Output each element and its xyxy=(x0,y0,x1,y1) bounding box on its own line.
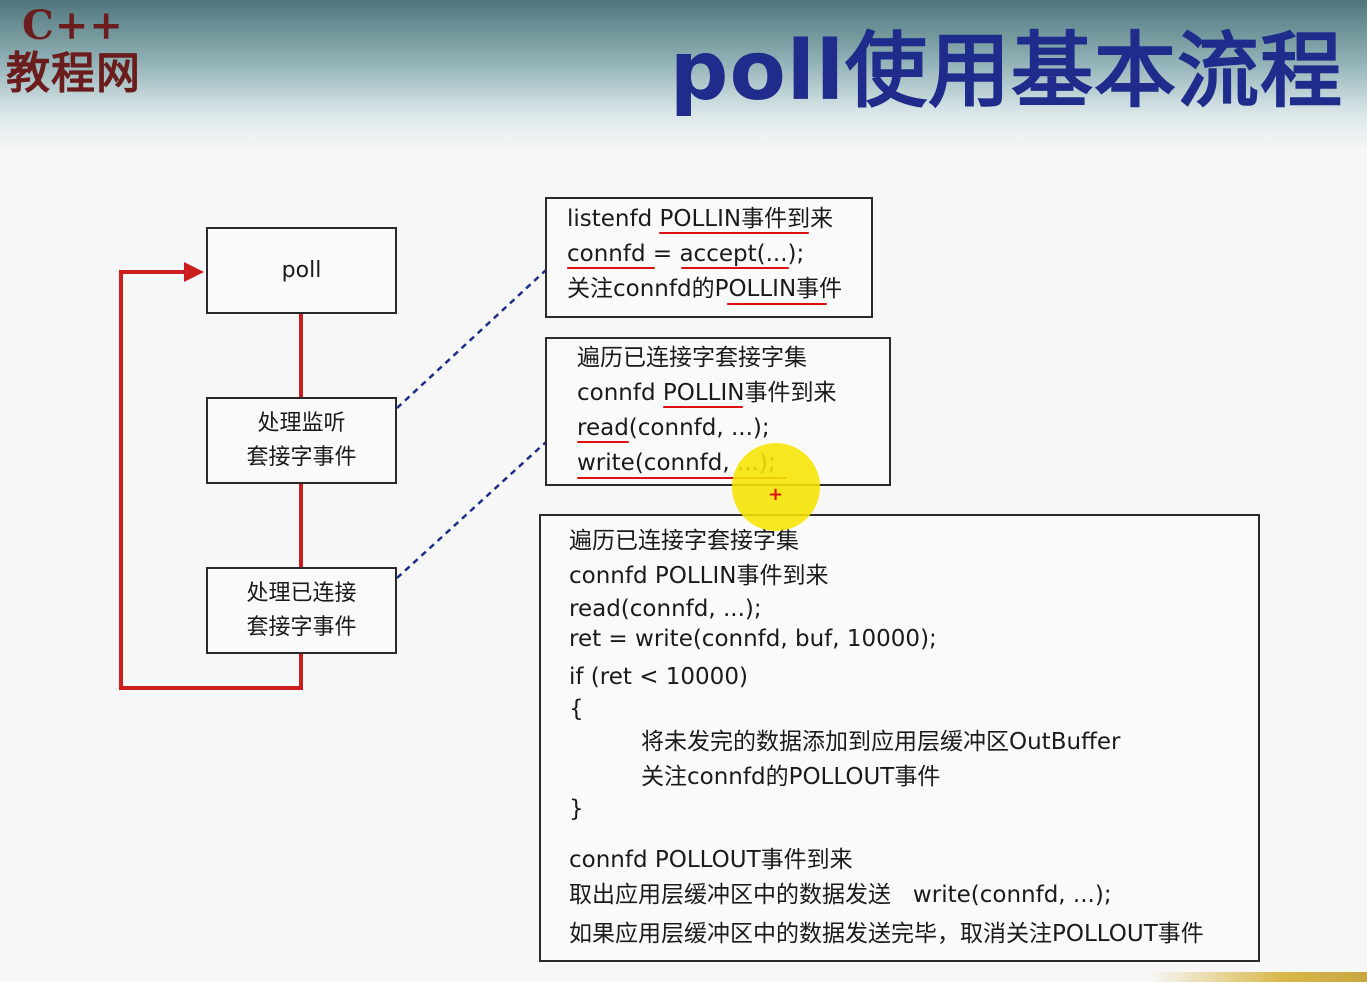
loop-back-arrow xyxy=(119,270,303,690)
connected-detail-line-2: connfd POLLIN事件到来 xyxy=(577,380,837,408)
detail-line-11: 取出应用层缓冲区中的数据发送 write(connfd, ...); xyxy=(569,882,1112,908)
detail-line-6: { xyxy=(569,696,584,722)
detail-line-4: ret = write(connfd, buf, 10000); xyxy=(569,626,937,652)
poll-flow-detail-box: 遍历已连接字套接字集 connfd POLLIN事件到来 read(connfd… xyxy=(539,514,1260,962)
listen-label-line-1: 处理监听 xyxy=(257,410,346,436)
slide-title: poll使用基本流程 xyxy=(669,24,1343,119)
listen-label-line-2: 套接字事件 xyxy=(246,444,357,470)
connected-detail-line-3: read(connfd, ...); xyxy=(577,415,770,443)
listen-detail-line-1: listenfd POLLIN事件到来 xyxy=(567,206,834,234)
underline-mark xyxy=(577,441,629,443)
dashed-connector-connected xyxy=(396,441,547,579)
detail-line-7: 将未发完的数据添加到应用层缓冲区OutBuffer xyxy=(641,729,1121,755)
detail-line-3: read(connfd, ...); xyxy=(569,596,762,622)
underline-mark xyxy=(681,267,789,269)
connected-event-box: 处理已连接 套接字事件 xyxy=(206,567,397,654)
pen-stroke-decoration xyxy=(1150,972,1367,982)
underline-mark xyxy=(663,406,743,408)
underline-mark xyxy=(659,232,809,234)
detail-line-5: if (ret < 10000) xyxy=(569,664,748,690)
pointer-highlight xyxy=(732,443,820,531)
underline-mark xyxy=(567,267,655,269)
underline-mark xyxy=(727,303,827,305)
detail-line-9: } xyxy=(569,796,584,822)
listen-detail-line-3: 关注connfd的POLLIN事件 xyxy=(567,272,871,307)
logo-line-1: C++ xyxy=(22,2,124,49)
logo-line-2: 教程网 xyxy=(6,48,141,99)
listen-detail-box: listenfd POLLIN事件到来 connfd = accept(...)… xyxy=(545,197,873,318)
loop-arrowhead xyxy=(184,262,204,282)
pointer-cross-icon: + xyxy=(768,484,784,505)
listen-detail-line-2: connfd = accept(...); xyxy=(567,241,805,269)
dashed-connector-listen xyxy=(396,269,547,409)
detail-line-2: connfd POLLIN事件到来 xyxy=(569,563,829,589)
detail-line-8: 关注connfd的POLLOUT事件 xyxy=(641,764,941,790)
detail-line-12: 如果应用层缓冲区中的数据发送完毕，取消关注POLLOUT事件 xyxy=(569,921,1204,947)
connected-label-line-1: 处理已连接 xyxy=(246,580,357,606)
poll-label: poll xyxy=(281,257,322,283)
connected-detail-box: 遍历已连接字套接字集 connfd POLLIN事件到来 read(connfd… xyxy=(545,337,891,486)
slide-header: C++ 教程网 poll使用基本流程 xyxy=(0,0,1367,150)
detail-line-10: connfd POLLOUT事件到来 xyxy=(569,847,853,873)
detail-line-1: 遍历已连接字套接字集 xyxy=(569,528,799,554)
site-logo: C++ 教程网 xyxy=(6,4,141,100)
listen-event-box: 处理监听 套接字事件 xyxy=(206,397,397,484)
poll-box: poll xyxy=(206,227,397,314)
underline-mark xyxy=(577,477,787,479)
connected-label-line-2: 套接字事件 xyxy=(246,614,357,640)
connected-detail-line-1: 遍历已连接字套接字集 xyxy=(577,345,807,371)
